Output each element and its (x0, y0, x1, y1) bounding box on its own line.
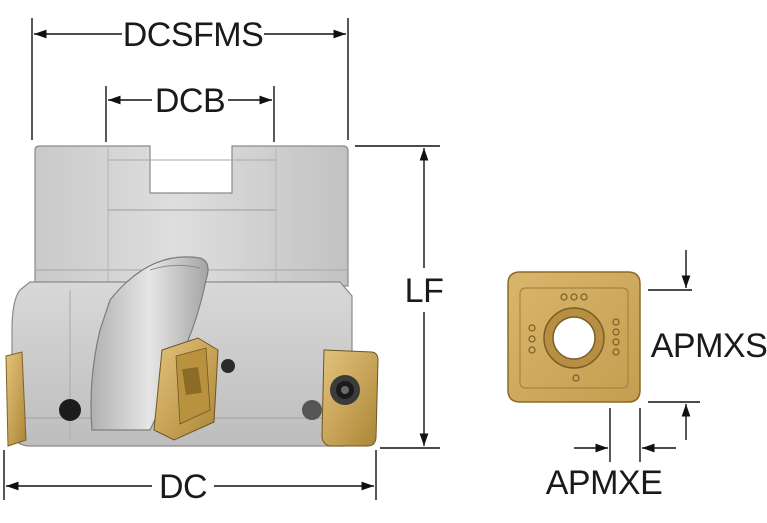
cutter-upper-cylinder (34, 145, 349, 287)
clamp-screw-hole (221, 359, 235, 373)
apmxs-label: APMXS (651, 327, 767, 365)
dim-dc: DC (3, 450, 377, 506)
chip-flute (90, 256, 209, 431)
cutter-body (5, 145, 379, 447)
insert-center (153, 337, 219, 441)
dim-apmxs: APMXS (648, 250, 767, 440)
clamp-screw-hole (302, 400, 322, 420)
dim-dcsfms: DCSFMS (31, 16, 349, 140)
insert-detail (507, 271, 641, 403)
dc-label: DC (159, 468, 207, 506)
clamp-screw-hole (59, 399, 81, 421)
insert-right (321, 349, 379, 447)
insert-left (5, 351, 27, 447)
insert-markings (528, 293, 620, 382)
dim-apmxe: APMXE (546, 408, 676, 502)
dcb-label: DCB (155, 82, 225, 120)
lf-label: LF (405, 272, 444, 310)
dim-lf: LF (355, 145, 444, 449)
dcsfms-label: DCSFMS (123, 16, 264, 54)
dim-dcb: DCB (105, 82, 275, 142)
apmxe-label: APMXE (546, 464, 663, 502)
